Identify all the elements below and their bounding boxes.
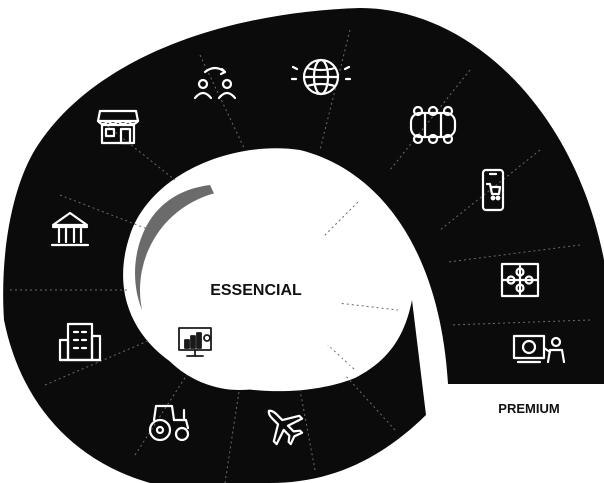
presentation-chart-icon xyxy=(178,327,212,357)
presentation-icon xyxy=(512,334,566,364)
building-icon xyxy=(58,322,102,362)
premium-label: PREMIUM xyxy=(498,401,559,416)
chain-links-icon xyxy=(409,105,457,145)
essencial-label: ESSENCIAL xyxy=(210,282,302,299)
camera-icon xyxy=(321,342,367,366)
globe-icon xyxy=(290,58,352,96)
people-exchange-icon xyxy=(193,66,237,100)
segment-dividers xyxy=(10,29,591,483)
puzzle-icon-inner xyxy=(329,253,365,287)
bank-icon xyxy=(50,211,90,247)
chain-links-icon-inner xyxy=(153,237,197,273)
mobile-cart-icon xyxy=(481,168,505,212)
airplane-icon xyxy=(267,409,304,446)
mobile-cart-icon-inner xyxy=(255,187,279,227)
tractor-icon xyxy=(148,404,190,442)
spiral-band xyxy=(3,8,604,483)
puzzle-icon xyxy=(500,262,540,298)
store-icon xyxy=(96,109,140,145)
